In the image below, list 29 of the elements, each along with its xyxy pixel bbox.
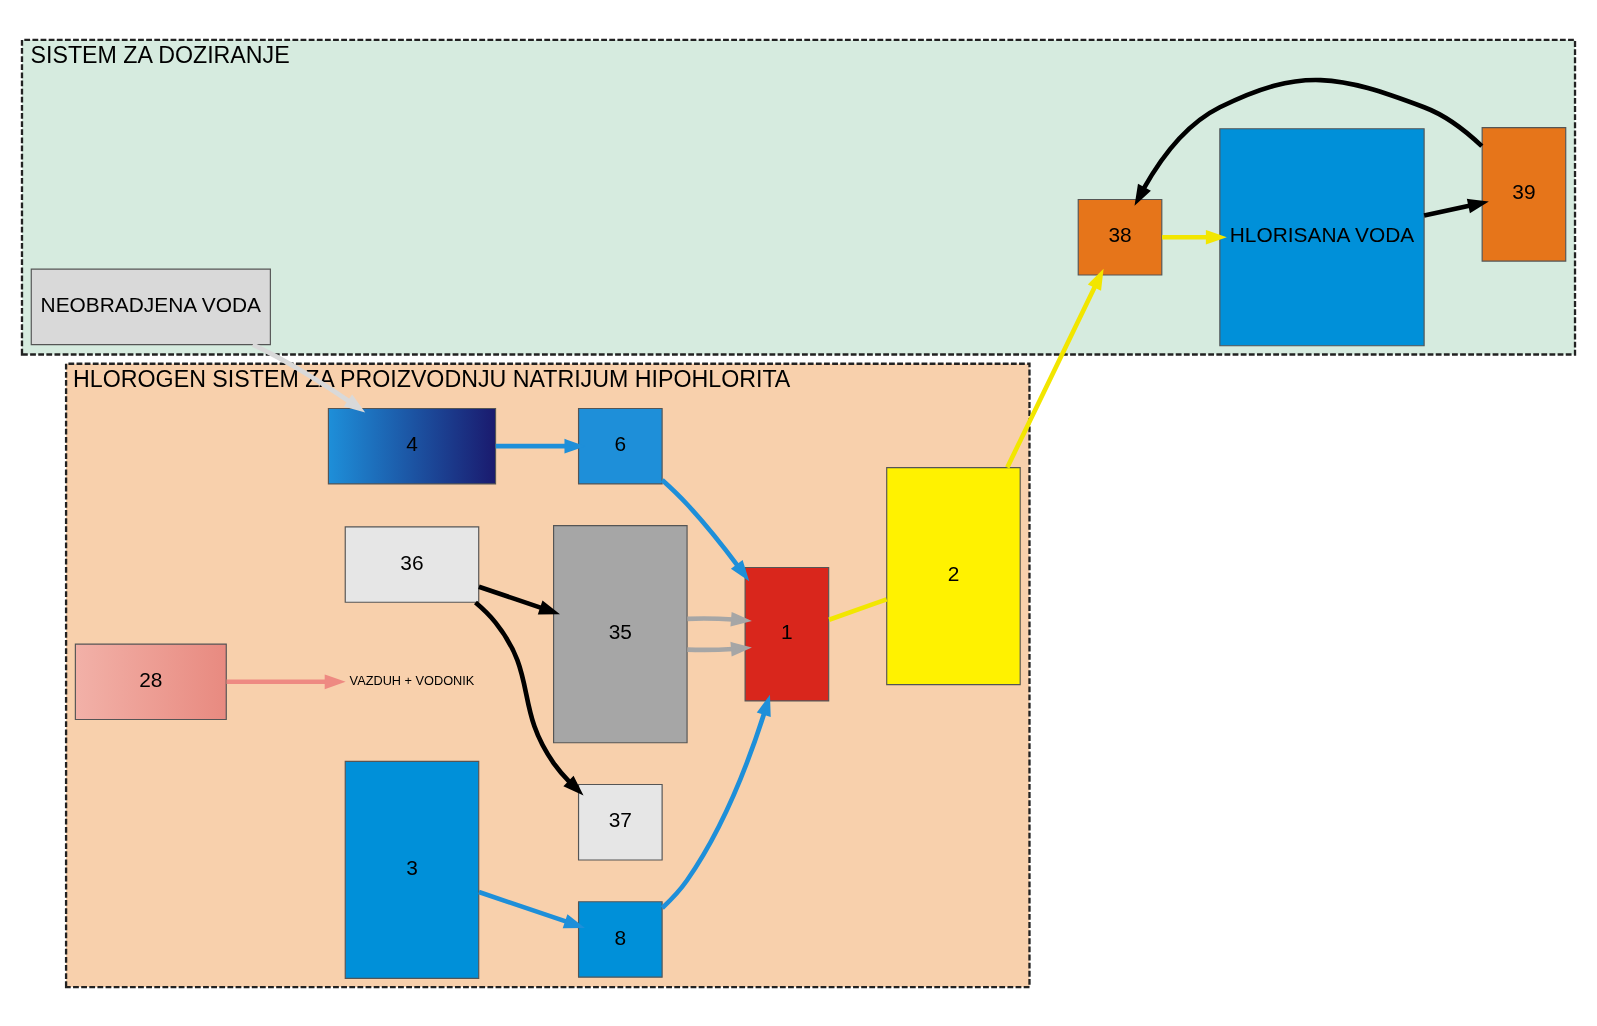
node-box: 3	[344, 760, 480, 979]
arrow	[660, 477, 750, 581]
node-box: 36	[344, 525, 480, 603]
node-box: 35	[553, 524, 688, 743]
arrow	[687, 641, 752, 656]
node-box: 8	[577, 900, 663, 978]
node-box: 39	[1481, 126, 1567, 262]
arrow	[1423, 198, 1489, 218]
node-box: NEOBRADJENA VODA	[30, 268, 271, 345]
arrow	[478, 889, 585, 928]
connector	[828, 596, 888, 622]
arrow	[478, 584, 560, 614]
arrow	[1134, 77, 1484, 206]
node-text: VAZDUH + VODONIK	[349, 672, 475, 688]
node-box: 4	[327, 407, 497, 484]
arrow	[226, 673, 346, 689]
node-box: 28	[74, 643, 227, 720]
node-box: HLORISANA VODA	[1219, 127, 1425, 346]
arrow	[474, 600, 584, 796]
arrow	[687, 611, 752, 627]
arrow	[1162, 229, 1227, 245]
node-box: 38	[1077, 198, 1163, 276]
arrow	[1005, 268, 1104, 469]
arrow	[251, 342, 366, 412]
node-box: 6	[577, 407, 663, 484]
arrow	[660, 694, 771, 910]
node-box: 2	[886, 466, 1021, 685]
node-box: 1	[744, 566, 830, 702]
node-box: 37	[577, 783, 663, 861]
